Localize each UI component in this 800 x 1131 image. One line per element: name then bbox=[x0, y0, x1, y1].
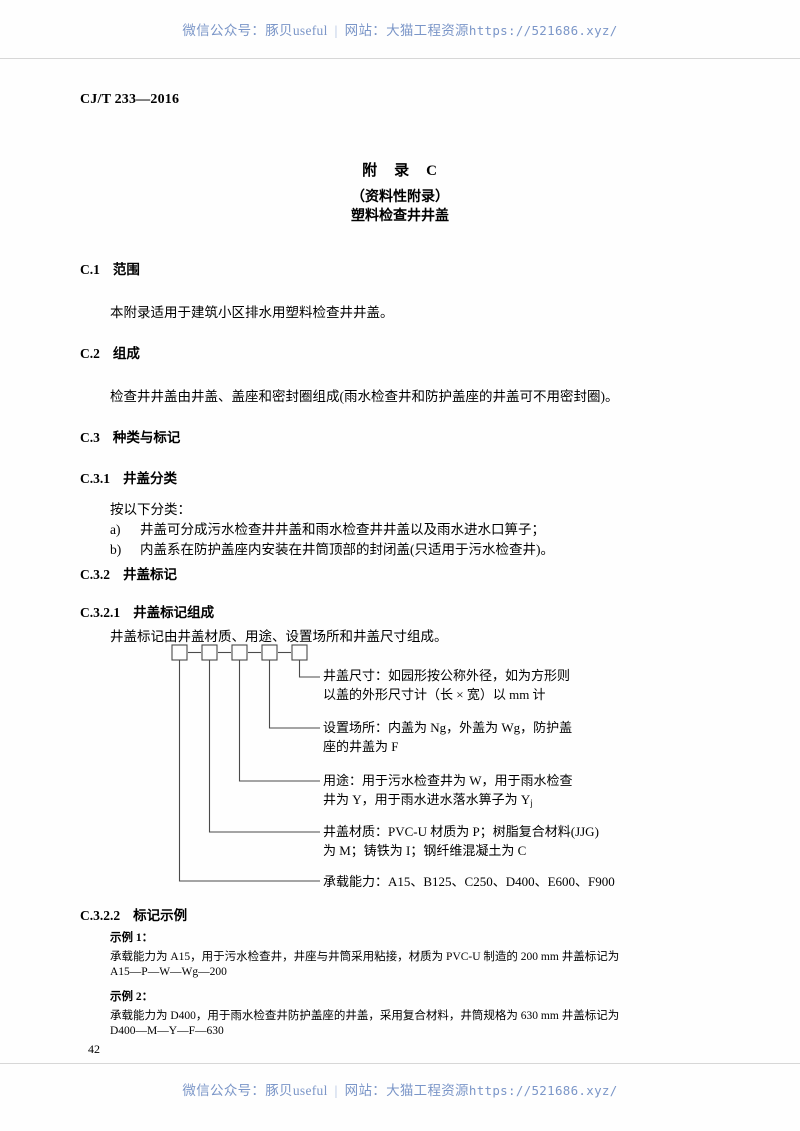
heading-c32-title: 井盖标记 bbox=[123, 567, 177, 582]
paragraph-c2: 检查井井盖由井盖、盖座和密封圈组成(雨水检查井和防护盖座的井盖可不用密封圈)。 bbox=[110, 389, 619, 404]
watermark-url: https://521686.xyz/ bbox=[468, 1083, 618, 1098]
paragraph-c31-intro: 按以下分类： bbox=[110, 502, 191, 517]
example-2-label: 示例 2： bbox=[110, 991, 154, 1003]
heading-c2-title: 组成 bbox=[112, 346, 140, 361]
annex-title: 附 录 C bbox=[362, 163, 438, 179]
watermark-wechat-label: 微信公众号： bbox=[182, 23, 266, 38]
heading-c322-title: 标记示例 bbox=[133, 908, 188, 923]
heading-c321-number: C.3.2.1 bbox=[80, 605, 121, 620]
watermark-header: 微信公众号：豚贝useful | 网站：大猫工程资源https://521686.x… bbox=[0, 19, 800, 39]
header-divider bbox=[0, 58, 800, 59]
page-number: 42 bbox=[88, 1042, 100, 1056]
standard-number: CJ/T 233—2016 bbox=[80, 92, 180, 107]
heading-c2-number: C.2 bbox=[80, 346, 100, 361]
example-2-line2: D400—M—Y—F—630 bbox=[110, 1025, 224, 1037]
example-1-line2: A15—P—W—Wg—200 bbox=[110, 966, 227, 978]
list-item-text: 井盖可分成污水检查井井盖和雨水检查井井盖以及雨水进水口箅子； bbox=[140, 522, 545, 537]
diagram-annotation-material-line1: 井盖材质：PVC-U 材质为 P；树脂复合材料(JJG) bbox=[323, 824, 599, 839]
diagram-annotation-usage-line2: 井为 Y，用于雨水进水落水箅子为 Y bbox=[323, 792, 531, 807]
watermark-site-label: 网站： bbox=[344, 1083, 387, 1098]
watermark-separator: | bbox=[334, 1083, 338, 1098]
diagram-annotation-bearing: 承载能力：A15、B125、C250、D400、E600、F900 bbox=[323, 872, 615, 891]
diagram-lines bbox=[171, 644, 320, 882]
heading-c2: C.2 组成 bbox=[80, 342, 140, 362]
watermark-footer: 微信公众号：豚贝useful | 网站：大猫工程资源https://521686.x… bbox=[0, 1079, 800, 1099]
watermark-wechat-value: 豚贝useful bbox=[265, 23, 328, 38]
paragraph-c1: 本附录适用于建筑小区排水用塑料检查井井盖。 bbox=[110, 305, 394, 320]
heading-c322: C.3.2.2 标记示例 bbox=[80, 904, 187, 924]
marking-box-3 bbox=[231, 644, 248, 661]
list-item-text: 内盖系在防护盖座内安装在井筒顶部的封闭盖(只适用于污水检查井)。 bbox=[140, 542, 554, 557]
watermark-site-value: 大猫工程资源 bbox=[386, 1083, 469, 1098]
heading-c32: C.3.2 井盖标记 bbox=[80, 563, 177, 583]
heading-c321: C.3.2.1 井盖标记组成 bbox=[80, 601, 214, 621]
heading-c3: C.3 种类与标记 bbox=[80, 426, 180, 446]
example-2-line1: 承载能力为 D400，用于雨水检查井防护盖座的井盖，采用复合材料，井筒规格为 6… bbox=[110, 1010, 620, 1022]
watermark-separator: | bbox=[334, 23, 338, 38]
annex-name: 塑料检查井井盖 bbox=[351, 209, 449, 224]
diagram-annotation-location: 设置场所：内盖为 Ng，外盖为 Wg，防护盖 座的井盖为 F bbox=[323, 718, 572, 756]
diagram-annotation-size-line2: 以盖的外形尺寸计（长 × 宽）以 mm 计 bbox=[323, 687, 546, 702]
heading-c3-number: C.3 bbox=[80, 430, 100, 445]
watermark-wechat-label: 微信公众号： bbox=[182, 1083, 266, 1098]
example-1-label: 示例 1： bbox=[110, 932, 154, 944]
diagram-annotation-material: 井盖材质：PVC-U 材质为 P；树脂复合材料(JJG) 为 M；铸铁为 I；钢… bbox=[323, 822, 599, 860]
marking-box-1 bbox=[171, 644, 188, 661]
diagram-annotation-usage-subscript: j bbox=[530, 798, 533, 808]
diagram-annotation-usage-line2-wrap: 井为 Y，用于雨水进水落水箅子为 Yj bbox=[323, 790, 573, 813]
heading-c1: C.1 范围 bbox=[80, 258, 140, 278]
heading-c31: C.3.1 井盖分类 bbox=[80, 467, 177, 487]
heading-c31-title: 井盖分类 bbox=[123, 471, 177, 486]
marking-box-2 bbox=[201, 644, 218, 661]
diagram-annotation-size: 井盖尺寸：如园形按公称外径，如为方形则 以盖的外形尺寸计（长 × 宽）以 mm … bbox=[323, 666, 570, 704]
list-item: a) 井盖可分成污水检查井井盖和雨水检查井井盖以及雨水进水口箅子； bbox=[110, 518, 545, 538]
example-1-line1: 承载能力为 A15，用于污水检查井，井座与井筒采用粘接，材质为 PVC-U 制造… bbox=[110, 951, 620, 963]
watermark-site-label: 网站： bbox=[344, 23, 387, 38]
heading-c321-title: 井盖标记组成 bbox=[133, 605, 215, 620]
heading-c1-title: 范围 bbox=[112, 262, 140, 277]
diagram-annotation-material-line2: 为 M；铸铁为 I；钢纤维混凝土为 C bbox=[323, 843, 527, 858]
watermark-url: https://521686.xyz/ bbox=[468, 23, 618, 38]
heading-c31-number: C.3.1 bbox=[80, 471, 110, 486]
diagram-annotation-location-line2: 座的井盖为 F bbox=[323, 739, 399, 754]
list-item-label: b) bbox=[110, 542, 122, 557]
list-item: b) 内盖系在防护盖座内安装在井筒顶部的封闭盖(只适用于污水检查井)。 bbox=[110, 538, 554, 558]
diagram-annotation-location-line1: 设置场所：内盖为 Ng，外盖为 Wg，防护盖 bbox=[323, 720, 573, 735]
diagram-annotation-size-line1: 井盖尺寸：如园形按公称外径，如为方形则 bbox=[323, 668, 571, 683]
watermark-wechat-value: 豚贝useful bbox=[265, 1083, 328, 1098]
annex-subtitle: （资料性附录） bbox=[351, 190, 449, 205]
heading-c322-number: C.3.2.2 bbox=[80, 908, 121, 923]
marking-box-4 bbox=[261, 644, 278, 661]
heading-c3-title: 种类与标记 bbox=[112, 430, 181, 445]
diagram-annotation-bearing-line1: 承载能力：A15、B125、C250、D400、E600、F900 bbox=[323, 874, 615, 889]
paragraph-c321: 井盖标记由井盖材质、用途、设置场所和井盖尺寸组成。 bbox=[110, 629, 448, 644]
marking-composition-diagram: 井盖尺寸：如园形按公称外径，如为方形则 以盖的外形尺寸计（长 × 宽）以 mm … bbox=[80, 636, 700, 898]
diagram-annotation-usage-line1: 用途：用于污水检查井为 W，用于雨水检查 bbox=[323, 773, 573, 788]
marking-box-5 bbox=[291, 644, 308, 661]
list-item-label: a) bbox=[110, 522, 121, 537]
heading-c1-number: C.1 bbox=[80, 262, 100, 277]
heading-c32-number: C.3.2 bbox=[80, 567, 110, 582]
footer-divider bbox=[0, 1063, 800, 1064]
diagram-annotation-usage: 用途：用于污水检查井为 W，用于雨水检查 井为 Y，用于雨水进水落水箅子为 Yj bbox=[323, 771, 573, 813]
watermark-site-value: 大猫工程资源 bbox=[386, 23, 469, 38]
